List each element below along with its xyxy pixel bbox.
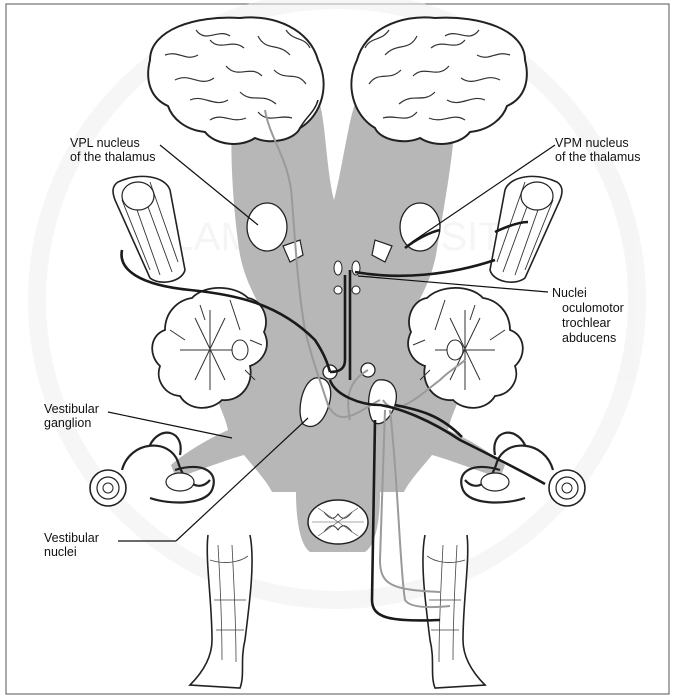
vpm-nucleus-label: VPM nucleus of the thalamus	[555, 136, 640, 164]
vestibular-nuclei-line1: Vestibular	[44, 531, 99, 545]
vpl-label-line1: VPL nucleus	[70, 136, 155, 150]
left-cerebral-hemisphere	[148, 17, 323, 144]
vestibular-ganglion-line2: ganglion	[44, 416, 99, 430]
nuclei-label-oculomotor: oculomotor	[552, 301, 624, 316]
vpm-label-line2: of the thalamus	[555, 150, 640, 164]
vestibular-nuclei-label: Vestibular nuclei	[44, 531, 99, 559]
vpl-nucleus-oval	[247, 203, 287, 251]
vestibular-ganglion-line1: Vestibular	[44, 402, 99, 416]
nuclei-label-title: Nuclei	[552, 286, 624, 301]
nuclei-label-trochlear: trochlear	[552, 316, 624, 331]
vestibular-ganglion-label: Vestibular ganglion	[44, 402, 99, 430]
right-cerebral-hemisphere	[351, 17, 526, 144]
vestibular-nuclei-line2: nuclei	[44, 545, 99, 559]
spinal-cord-section	[308, 500, 368, 544]
vpm-label-line1: VPM nucleus	[555, 136, 640, 150]
ocular-nuclei-label: Nuclei oculomotor trochlear abducens	[552, 286, 624, 346]
nuclei-label-abducens: abducens	[552, 331, 624, 346]
vpl-nucleus-label: VPL nucleus of the thalamus	[70, 136, 155, 164]
vestibular-ganglion-leader	[108, 412, 232, 438]
vpl-label-line2: of the thalamus	[70, 150, 155, 164]
